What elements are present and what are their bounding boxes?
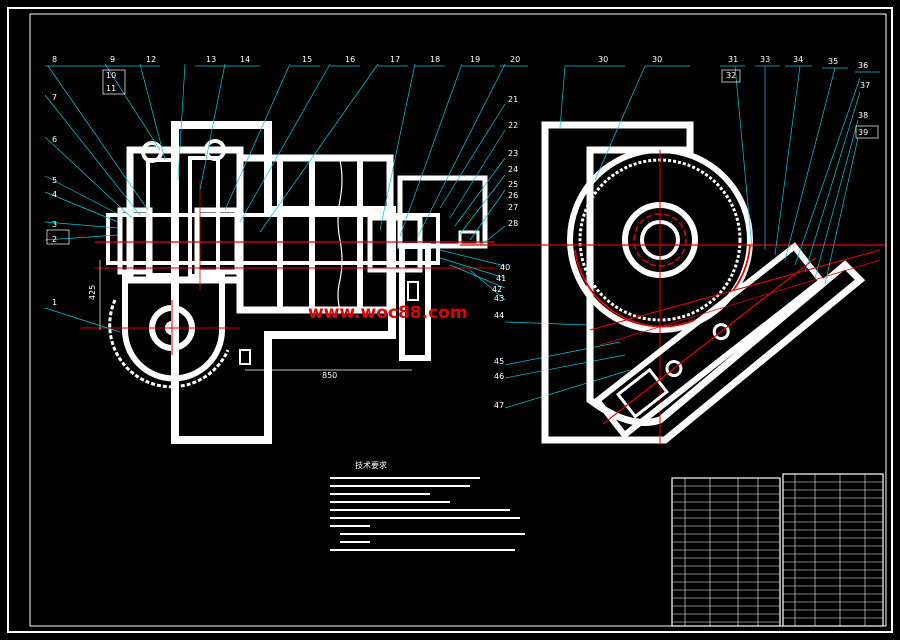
- svg-text:25: 25: [508, 180, 518, 189]
- svg-text:39: 39: [858, 128, 868, 137]
- svg-text:19: 19: [470, 55, 480, 64]
- label-box-10-11: [102, 69, 126, 95]
- svg-text:6: 6: [52, 135, 57, 144]
- bearing-left: [117, 207, 153, 275]
- svg-text:18: 18: [430, 55, 440, 64]
- watermark-text: www.woc88.com: [308, 303, 468, 323]
- bolt-top: [141, 141, 163, 163]
- svg-text:43: 43: [494, 294, 504, 303]
- right-view: [460, 65, 885, 445]
- svg-text:11: 11: [106, 84, 116, 93]
- svg-text:26: 26: [508, 191, 518, 200]
- svg-text:4: 4: [52, 190, 57, 199]
- svg-text:3: 3: [52, 220, 57, 229]
- svg-text:32: 32: [726, 71, 736, 80]
- svg-text:38: 38: [858, 111, 868, 120]
- svg-text:47: 47: [494, 401, 504, 410]
- svg-text:37: 37: [860, 81, 870, 90]
- label-box-3: [46, 229, 70, 245]
- svg-text:44: 44: [494, 311, 504, 320]
- frame-side: [541, 121, 866, 444]
- svg-text:7: 7: [52, 93, 57, 102]
- svg-text:46: 46: [494, 372, 504, 381]
- svg-text:36: 36: [858, 61, 868, 70]
- dim-marker-1: [239, 349, 251, 365]
- svg-text:12: 12: [146, 55, 156, 64]
- svg-text:40: 40: [500, 263, 510, 272]
- leader-lines-bottom: [439, 249, 631, 409]
- svg-text:30: 30: [652, 55, 662, 64]
- svg-text:13: 13: [206, 55, 216, 64]
- drum-arc-red: [574, 244, 751, 328]
- crank-arm: [122, 270, 225, 382]
- housing-outline: [171, 121, 396, 444]
- break-line: [337, 159, 343, 311]
- crank-hatch: [108, 299, 230, 389]
- svg-text:24: 24: [508, 165, 518, 174]
- main-shaft: [106, 213, 440, 265]
- svg-text:21: 21: [508, 95, 518, 104]
- angled-arm: [593, 242, 826, 440]
- dim-425-text: 425: [88, 285, 97, 300]
- svg-text:41: 41: [496, 274, 506, 283]
- svg-text:10: 10: [106, 71, 116, 80]
- technical-notes: 技术要求: [330, 460, 525, 551]
- svg-text:22: 22: [508, 121, 518, 130]
- end-cap: [458, 230, 480, 248]
- svg-text:34: 34: [793, 55, 803, 64]
- svg-text:30: 30: [598, 55, 608, 64]
- dim-850-text: 850: [322, 371, 337, 380]
- svg-text:5: 5: [52, 176, 57, 185]
- parts-list-table: [671, 473, 884, 627]
- end-support: [399, 243, 431, 361]
- leader-lines-right: [559, 65, 880, 285]
- svg-text:45: 45: [494, 357, 504, 366]
- svg-text:27: 27: [508, 203, 518, 212]
- svg-text:35: 35: [828, 57, 838, 66]
- svg-text:20: 20: [510, 55, 520, 64]
- svg-text:9: 9: [110, 55, 115, 64]
- svg-text:16: 16: [345, 55, 355, 64]
- outer-frame: [7, 7, 893, 633]
- bolt-top-2: [204, 139, 226, 161]
- notes-title: 技术要求: [355, 460, 387, 470]
- inner-frame: [29, 13, 887, 627]
- svg-text:42: 42: [492, 285, 502, 294]
- end-housing: [397, 175, 488, 249]
- left-view: 425 850: [44, 63, 631, 444]
- svg-text:33: 33: [760, 55, 770, 64]
- notes-scribble: [330, 477, 525, 551]
- label-box-39: [855, 125, 879, 139]
- leader-lines-left: [44, 63, 528, 333]
- label-box-32: [721, 69, 741, 83]
- svg-text:14: 14: [240, 55, 250, 64]
- svg-text:17: 17: [390, 55, 400, 64]
- dim-marker-2: [407, 281, 419, 301]
- svg-text:15: 15: [302, 55, 312, 64]
- svg-text:8: 8: [52, 55, 57, 64]
- svg-text:2: 2: [52, 235, 57, 244]
- arm-centerline-2: [599, 259, 881, 346]
- part-number-labels: 8 9 10 11 12 13 14 15 16 17 18 19 20 21 …: [52, 55, 870, 410]
- svg-text:1: 1: [52, 298, 57, 307]
- bearing-mid: [194, 207, 240, 275]
- svg-text:31: 31: [728, 55, 738, 64]
- svg-text:23: 23: [508, 149, 518, 158]
- arm-centerline: [589, 249, 881, 331]
- svg-text:28: 28: [508, 219, 518, 228]
